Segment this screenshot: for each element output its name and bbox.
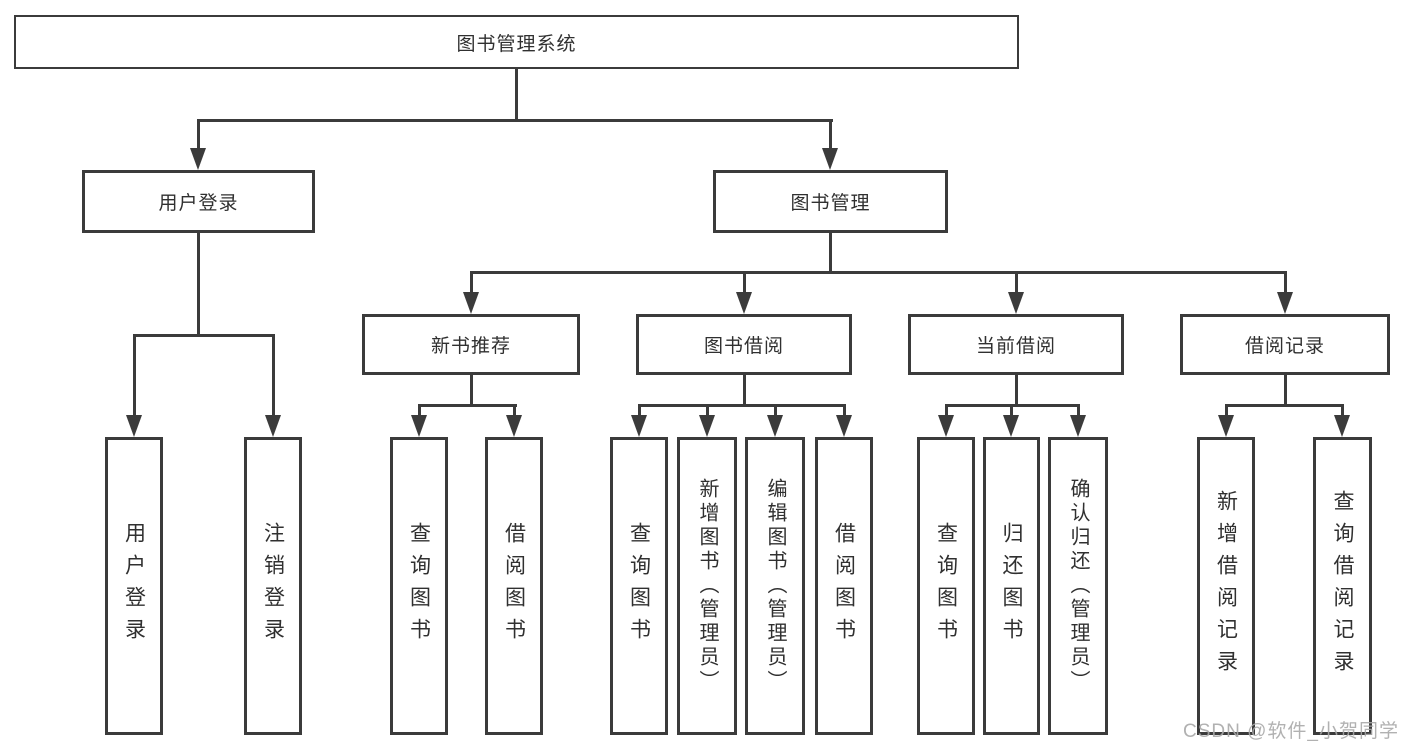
arrow-to-borrow-node — [736, 292, 752, 314]
connector-user-bar — [133, 334, 275, 337]
leaf-borrow-add-books-label: 新增图书（管理员） — [696, 478, 718, 694]
arrow-to-user-login-leaf — [126, 415, 142, 437]
connector-borrow-bar — [638, 404, 846, 407]
leaf-new-query-books-label: 查询图书 — [407, 522, 431, 650]
connector-newbooks-leaf2-stem — [513, 404, 516, 417]
leaf-logout: 注销登录 — [244, 437, 302, 735]
leaf-borrow-do-borrow-label: 借阅图书 — [832, 522, 856, 650]
leaf-borrow-query-books-label: 查询图书 — [627, 522, 651, 650]
leaf-user-login: 用户登录 — [105, 437, 163, 735]
connector-current-leaf1-stem — [945, 404, 948, 417]
connector-newbooks-down — [470, 374, 473, 407]
connector-book-stem — [829, 119, 832, 151]
connector-records-leaf2-stem — [1341, 404, 1344, 417]
arrow-to-current-node — [1008, 292, 1024, 314]
leaf-borrow-add-books: 新增图书（管理员） — [677, 437, 737, 735]
arrow-to-record-add-leaf — [1218, 415, 1234, 437]
connector-records-leaf1-stem — [1225, 404, 1228, 417]
leaf-borrow-query-books: 查询图书 — [610, 437, 668, 735]
arrow-to-current-confirm-leaf — [1070, 415, 1086, 437]
connector-user-leaf1-stem — [133, 334, 136, 417]
leaf-current-confirm-return-label: 确认归还（管理员） — [1067, 478, 1089, 694]
connector-level2-bar — [470, 271, 1287, 274]
connector-borrow-leaf3-stem — [774, 404, 777, 417]
arrow-to-book-management-node — [822, 148, 838, 170]
leaf-current-return-books: 归还图书 — [983, 437, 1040, 735]
connector-newbooks-bar — [418, 404, 517, 407]
connector-user-down — [197, 232, 200, 337]
leaf-current-confirm-return: 确认归还（管理员） — [1048, 437, 1108, 735]
arrow-to-new-books-node — [463, 292, 479, 314]
leaf-record-query: 查询借阅记录 — [1313, 437, 1372, 735]
node-borrow-records: 借阅记录 — [1180, 314, 1390, 375]
leaf-current-query-books-label: 查询图书 — [934, 522, 958, 650]
arrow-to-borrow-query-leaf — [631, 415, 647, 437]
connector-records-bar — [1225, 404, 1344, 407]
arrow-to-user-login-node — [190, 148, 206, 170]
arrow-to-current-query-leaf — [938, 415, 954, 437]
arrow-to-record-query-leaf — [1334, 415, 1350, 437]
leaf-new-borrow-books-label: 借阅图书 — [502, 522, 526, 650]
arrow-to-logout-leaf — [265, 415, 281, 437]
node-user-login: 用户登录 — [82, 170, 315, 233]
connector-user-stem — [197, 119, 200, 151]
leaf-borrow-edit-books: 编辑图书（管理员） — [745, 437, 805, 735]
connector-user-leaf2-stem — [272, 334, 275, 417]
node-new-books: 新书推荐 — [362, 314, 580, 375]
arrow-to-new-borrow-leaf — [506, 415, 522, 437]
leaf-new-borrow-books: 借阅图书 — [485, 437, 543, 735]
connector-borrow-stem — [743, 271, 746, 293]
arrow-to-new-query-leaf — [411, 415, 427, 437]
connector-records-stem — [1284, 271, 1287, 293]
leaf-logout-label: 注销登录 — [261, 522, 285, 650]
connector-newbooks-leaf1-stem — [418, 404, 421, 417]
connector-newbooks-stem — [470, 271, 473, 293]
arrow-to-borrow-add-leaf — [699, 415, 715, 437]
leaf-borrow-edit-books-label: 编辑图书（管理员） — [764, 478, 786, 694]
arrow-to-borrow-edit-leaf — [767, 415, 783, 437]
node-book-borrow: 图书借阅 — [636, 314, 852, 375]
connector-current-leaf2-stem — [1010, 404, 1013, 417]
csdn-watermark: CSDN @软件_小贺同学 — [1183, 721, 1399, 742]
connector-borrow-leaf2-stem — [706, 404, 709, 417]
connector-root-stub — [515, 68, 518, 121]
leaf-record-add-label: 新增借阅记录 — [1214, 490, 1238, 682]
node-current-borrow: 当前借阅 — [908, 314, 1124, 375]
leaf-record-add: 新增借阅记录 — [1197, 437, 1255, 735]
leaf-borrow-do-borrow: 借阅图书 — [815, 437, 873, 735]
leaf-new-query-books: 查询图书 — [390, 437, 448, 735]
connector-current-stem — [1015, 271, 1018, 293]
node-book-management: 图书管理 — [713, 170, 948, 233]
connector-root-bar — [197, 119, 833, 122]
leaf-current-query-books: 查询图书 — [917, 437, 975, 735]
node-library-management-system: 图书管理系统 — [14, 15, 1019, 69]
connector-current-down — [1015, 374, 1018, 407]
connector-borrow-down — [743, 374, 746, 407]
leaf-current-return-books-label: 归还图书 — [1000, 522, 1023, 650]
connector-records-down — [1284, 374, 1287, 407]
arrow-to-borrow-do-leaf — [836, 415, 852, 437]
connector-current-leaf3-stem — [1077, 404, 1080, 417]
arrow-to-current-return-leaf — [1003, 415, 1019, 437]
leaf-user-login-label: 用户登录 — [122, 522, 146, 650]
connector-borrow-leaf1-stem — [638, 404, 641, 417]
connector-book-down — [829, 232, 832, 273]
leaf-record-query-label: 查询借阅记录 — [1331, 490, 1354, 682]
connector-borrow-leaf4-stem — [843, 404, 846, 417]
arrow-to-records-node — [1277, 292, 1293, 314]
